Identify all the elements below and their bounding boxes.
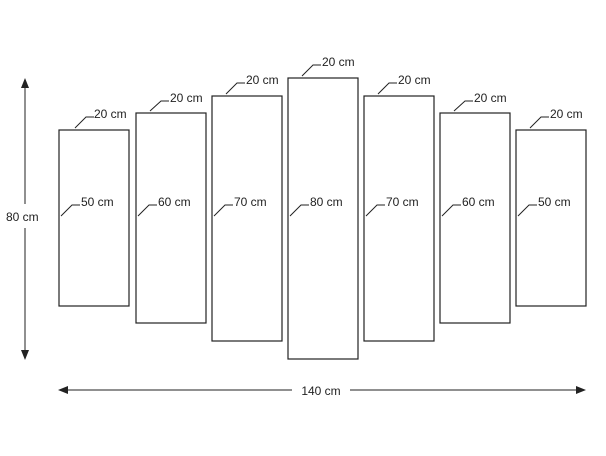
panel-1-height-leader [60, 204, 80, 217]
panel-3-rect [211, 95, 283, 342]
panel-7-height-label: 50 cm [538, 195, 571, 209]
panel-3-width-leader [225, 82, 245, 95]
panel-2-height-label: 60 cm [158, 195, 191, 209]
panel-1-rect [58, 129, 130, 307]
panel-5-height-label: 70 cm [386, 195, 419, 209]
arrow-down-icon [21, 350, 29, 360]
panel-4-rect [287, 77, 359, 360]
panel-6-width-leader [453, 100, 473, 112]
panel-6: 20 cm 60 cm [439, 91, 511, 324]
panel-4: 20 cm 80 cm [287, 55, 359, 360]
panel-6-height-label: 60 cm [462, 195, 495, 209]
panel-2-height-leader [137, 204, 157, 217]
panel-2: 20 cm 60 cm [135, 91, 207, 324]
panel-3-width-label: 20 cm [246, 73, 279, 87]
panel-2-rect [135, 112, 207, 324]
height-dimension: 80 cm [6, 78, 39, 360]
panel-3-height-leader [213, 204, 233, 217]
panel-4-width-label: 20 cm [322, 55, 355, 69]
total-width-label: 140 cm [301, 384, 340, 398]
panel-2-width-label: 20 cm [170, 91, 203, 105]
panel-1: 20 cm 50 cm [58, 107, 130, 307]
panel-4-height-leader [289, 204, 309, 217]
total-height-label: 80 cm [6, 210, 39, 224]
panel-6-width-label: 20 cm [474, 91, 507, 105]
arrow-right-icon [576, 386, 586, 394]
panel-4-height-label: 80 cm [310, 195, 343, 209]
arrow-left-icon [58, 386, 68, 394]
panel-3-height-label: 70 cm [234, 195, 267, 209]
panel-7-width-label: 20 cm [550, 107, 583, 121]
panel-7: 20 cm 50 cm [515, 107, 587, 307]
panel-5-width-label: 20 cm [398, 73, 431, 87]
panel-5: 20 cm 70 cm [363, 73, 435, 342]
panel-5-height-leader [365, 204, 385, 217]
panel-1-height-label: 50 cm [81, 195, 114, 209]
panel-6-height-leader [441, 204, 461, 217]
panel-5-rect [363, 95, 435, 342]
panel-7-width-leader [529, 116, 549, 129]
arrow-up-icon [21, 78, 29, 88]
panel-4-width-leader [301, 64, 321, 77]
panel-1-width-leader [74, 116, 94, 129]
width-dimension: 140 cm [58, 384, 586, 398]
panel-6-rect [439, 112, 511, 324]
panel-1-width-label: 20 cm [94, 107, 127, 121]
panel-3: 20 cm 70 cm [211, 73, 283, 342]
panel-2-width-leader [149, 100, 169, 112]
panel-7-height-leader [517, 204, 537, 217]
panel-7-rect [515, 129, 587, 307]
panel-5-width-leader [377, 82, 397, 95]
